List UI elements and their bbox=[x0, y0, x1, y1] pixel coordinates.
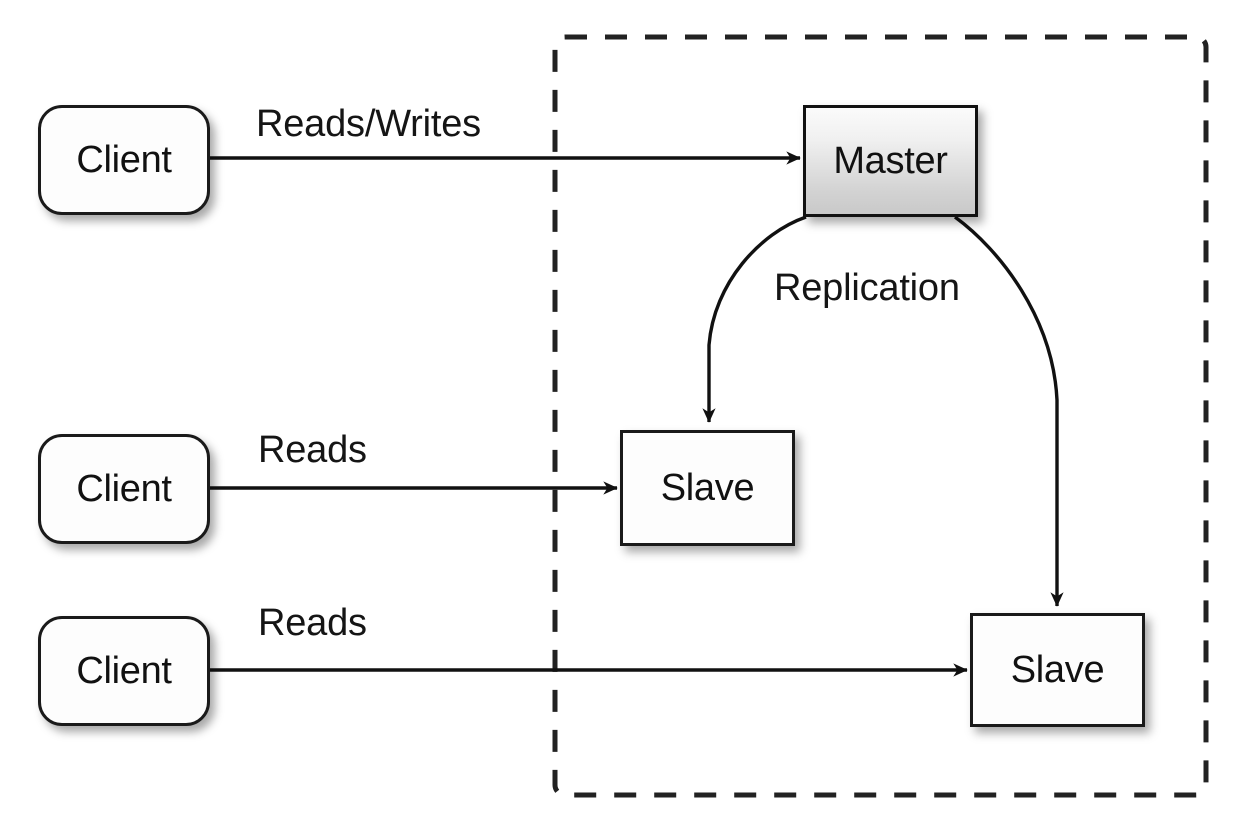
edge-master-to-slave-upper-replication bbox=[702, 215, 807, 423]
database-cluster-boundary bbox=[552, 34, 1209, 798]
node-master[interactable]: Master bbox=[803, 105, 978, 217]
node-slave-lower-label: Slave bbox=[1010, 649, 1105, 691]
node-slave-upper[interactable]: Slave bbox=[620, 430, 795, 546]
edge-label-reads-bottom: Reads bbox=[258, 602, 367, 644]
node-client-bottom-label: Client bbox=[76, 650, 172, 692]
edge-label-reads-writes: Reads/Writes bbox=[256, 103, 481, 145]
node-client-top[interactable]: Client bbox=[38, 105, 210, 215]
node-master-label: Master bbox=[833, 140, 948, 182]
node-client-middle-label: Client bbox=[76, 468, 172, 510]
edge-label-reads-middle: Reads bbox=[258, 429, 367, 471]
node-slave-lower[interactable]: Slave bbox=[970, 613, 1145, 727]
node-slave-upper-label: Slave bbox=[660, 467, 755, 509]
node-client-middle[interactable]: Client bbox=[38, 434, 210, 544]
node-client-bottom[interactable]: Client bbox=[38, 616, 210, 726]
edge-master-to-slave-lower-replication bbox=[953, 215, 1064, 607]
edge-label-replication: Replication bbox=[774, 267, 960, 309]
node-client-top-label: Client bbox=[76, 139, 172, 181]
